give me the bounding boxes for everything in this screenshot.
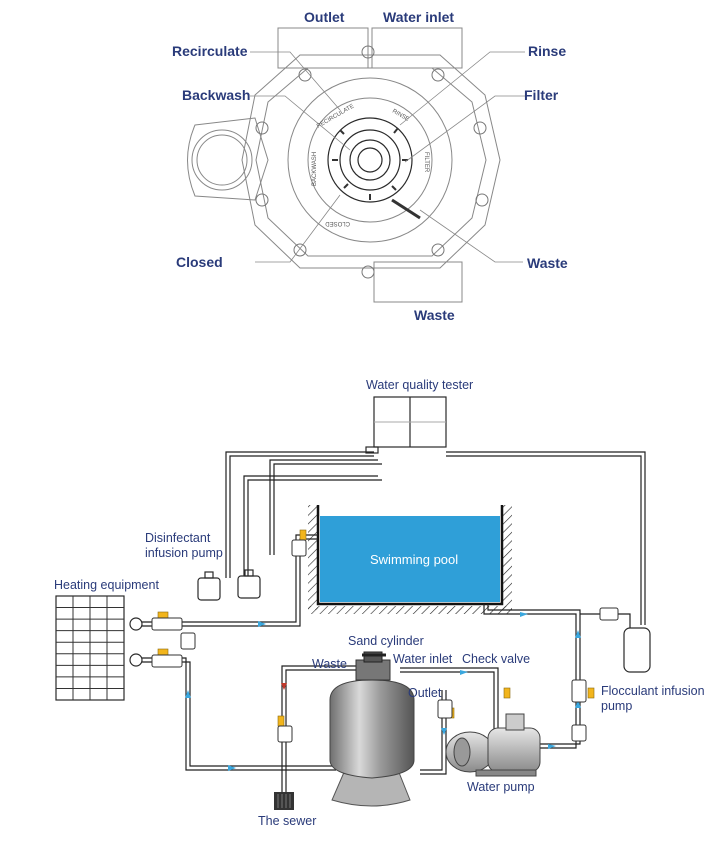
label-swimming-pool: Swimming pool — [370, 552, 458, 567]
label-waste-bottom: Waste — [414, 307, 455, 323]
pool-water — [320, 516, 500, 602]
label-waste-right: Waste — [527, 255, 568, 271]
label-outlet-sys: Outlet — [408, 686, 442, 700]
label-flocculant-2: pump — [601, 699, 632, 713]
label-the-sewer: The sewer — [258, 814, 316, 828]
disinfectant-pumps — [197, 569, 261, 601]
label-water-pump: Water pump — [467, 780, 535, 794]
label-water-inlet: Water inlet — [383, 9, 454, 25]
dial-recirculate: RECIRCULATE — [316, 104, 355, 130]
bolt-holes — [255, 45, 489, 279]
label-heating-equipment: Heating equipment — [54, 578, 159, 592]
tester-pipes — [225, 451, 646, 625]
leader-lines — [250, 51, 525, 263]
sand-cylinder — [329, 651, 415, 807]
dial-backwash: BACKWASH — [312, 152, 318, 186]
label-outlet: Outlet — [304, 9, 345, 25]
label-check-valve: Check valve — [462, 652, 530, 666]
label-backwash: Backwash — [182, 87, 250, 103]
waste-port — [373, 261, 463, 303]
main-pipes — [142, 534, 631, 792]
valves — [151, 529, 619, 743]
sewer — [274, 792, 294, 810]
label-flocculant-1: Flocculant infusion — [601, 684, 705, 698]
label-water-inlet-sys: Water inlet — [393, 652, 453, 666]
label-filter: Filter — [524, 87, 559, 103]
swimming-pool: Swimming pool — [308, 505, 512, 614]
label-waste: Waste — [312, 657, 347, 671]
water-quality-tester — [365, 396, 447, 454]
flocculant-pump — [623, 627, 651, 673]
label-disinfectant-2: infusion pump — [145, 546, 223, 560]
label-closed: Closed — [176, 254, 223, 270]
side-port — [187, 117, 269, 201]
label-water-quality-tester: Water quality tester — [366, 378, 473, 392]
dial-closed: CLOSED — [325, 220, 350, 226]
system-diagram: Water quality tester Disinfectant infusi… — [54, 378, 705, 828]
valve-body: RECIRCULATE RINSE BACKWASH FILTER CLOSED — [241, 45, 501, 279]
valve-diagram: RECIRCULATE RINSE BACKWASH FILTER CLOSED… — [172, 9, 568, 323]
water-pump — [445, 713, 541, 777]
dial-filter: FILTER — [423, 152, 429, 173]
heating-equipment — [55, 595, 143, 701]
label-recirculate: Recirculate — [172, 43, 248, 59]
label-rinse: Rinse — [528, 43, 566, 59]
label-disinfectant-1: Disinfectant — [145, 531, 211, 545]
label-sand-cylinder: Sand cylinder — [348, 634, 424, 648]
